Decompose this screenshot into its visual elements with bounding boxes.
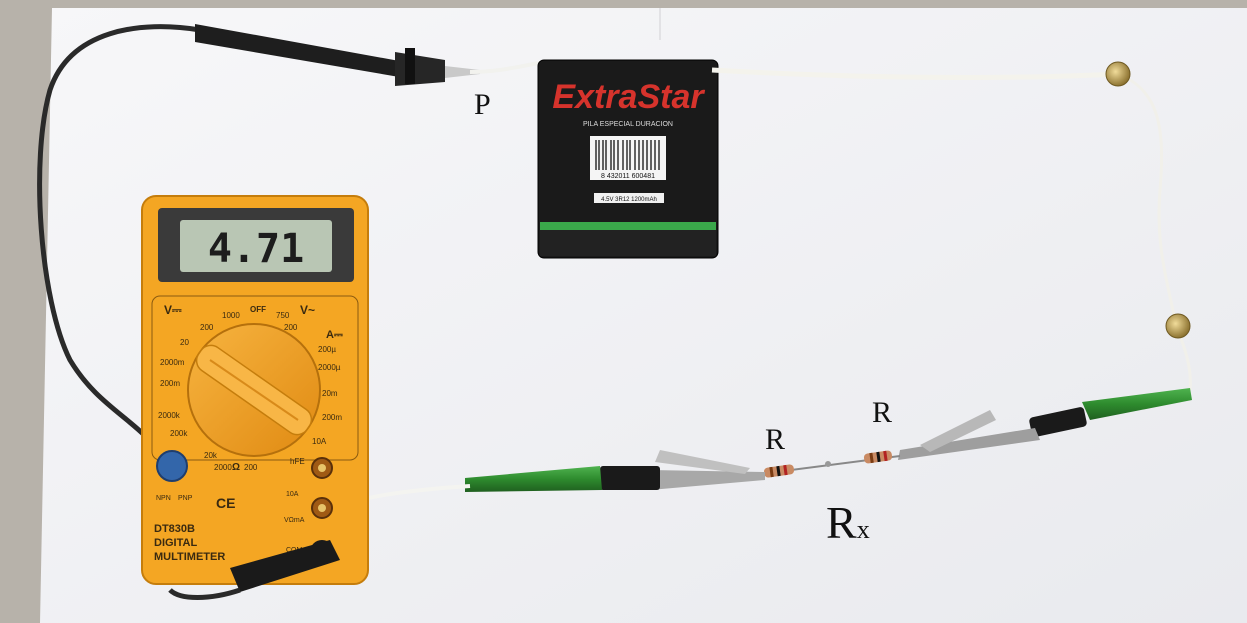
label-rx-main: R: [826, 497, 857, 548]
svg-text:10A: 10A: [286, 491, 299, 498]
model-line1: DIGITAL: [154, 537, 197, 549]
acv-label: V~: [300, 303, 315, 317]
svg-text:VΩmA: VΩmA: [284, 517, 305, 524]
white-wire-right: [1117, 72, 1178, 327]
svg-text:hFE: hFE: [290, 457, 305, 466]
off-label: OFF: [250, 305, 266, 314]
right-green-plug[interactable]: [1029, 388, 1192, 438]
svg-text:20: 20: [180, 338, 189, 347]
svg-text:200k: 200k: [170, 429, 188, 438]
black-com-plug[interactable]: [168, 540, 340, 600]
battery-subtitle: PILA ESPECIAL DURACION: [583, 121, 673, 128]
resistor-right: [863, 450, 893, 464]
lcd-display: [180, 220, 332, 272]
ce-mark: CE: [216, 495, 235, 511]
svg-text:1000: 1000: [222, 311, 240, 320]
left-green-plug[interactable]: [465, 466, 602, 492]
right-alligator-clip[interactable]: [898, 410, 1040, 460]
svg-text:20m: 20m: [322, 389, 338, 398]
hfe-socket[interactable]: [156, 450, 188, 482]
model-line2: MULTIMETER: [154, 551, 225, 563]
black-lead-wire: [37, 24, 201, 462]
label-r-left: R: [765, 423, 786, 456]
dcv-label: V⎓: [164, 303, 182, 317]
white-wire-top: [711, 67, 1119, 80]
label-r-right: R: [872, 396, 893, 429]
brass-fastener-top: [1105, 61, 1131, 87]
battery-brand: ExtraStar: [552, 78, 705, 116]
svg-text:2000k: 2000k: [158, 411, 181, 420]
svg-text:2000m: 2000m: [160, 358, 185, 367]
multimeter: 4.71 V⎓ 1000 OFF 750 V~ 200 200 A⎓ 20 20…: [141, 195, 369, 585]
svg-text:PNP: PNP: [178, 495, 193, 502]
svg-text:200µ: 200µ: [318, 345, 336, 354]
svg-text:200: 200: [244, 463, 258, 472]
svg-text:200: 200: [284, 323, 298, 332]
resistor-left: [763, 464, 795, 478]
svg-text:10A: 10A: [312, 437, 327, 446]
rotary-selector-knob[interactable]: [187, 323, 321, 457]
lcd-reading: 4.71: [208, 226, 304, 272]
svg-text:2000: 2000: [214, 463, 232, 472]
svg-text:200: 200: [200, 323, 214, 332]
left-alligator-clip[interactable]: [600, 450, 765, 490]
wire-joint: [825, 461, 831, 467]
label-rx-sub: x: [856, 515, 870, 544]
amp-label: A⎓: [326, 329, 343, 341]
svg-text:200m: 200m: [322, 413, 342, 422]
svg-text:200m: 200m: [160, 379, 180, 388]
svg-text:NPN: NPN: [156, 495, 171, 502]
label-p: P: [474, 88, 491, 121]
label-rx: Rx: [826, 500, 870, 546]
battery: ExtraStar PILA ESPECIAL DURACION 8 43201…: [537, 59, 719, 259]
svg-text:2000µ: 2000µ: [318, 363, 341, 372]
svg-text:20k: 20k: [204, 451, 218, 460]
svg-text:750: 750: [276, 311, 290, 320]
barcode-number: 8 432011 600481: [601, 173, 655, 180]
black-probe[interactable]: [195, 24, 480, 86]
brass-fastener-right: [1165, 313, 1191, 339]
ohm-label: Ω: [232, 462, 240, 473]
battery-spec: 4.5V 3R12 1200mAh: [601, 197, 657, 203]
model-label: DT830B: [154, 523, 195, 535]
